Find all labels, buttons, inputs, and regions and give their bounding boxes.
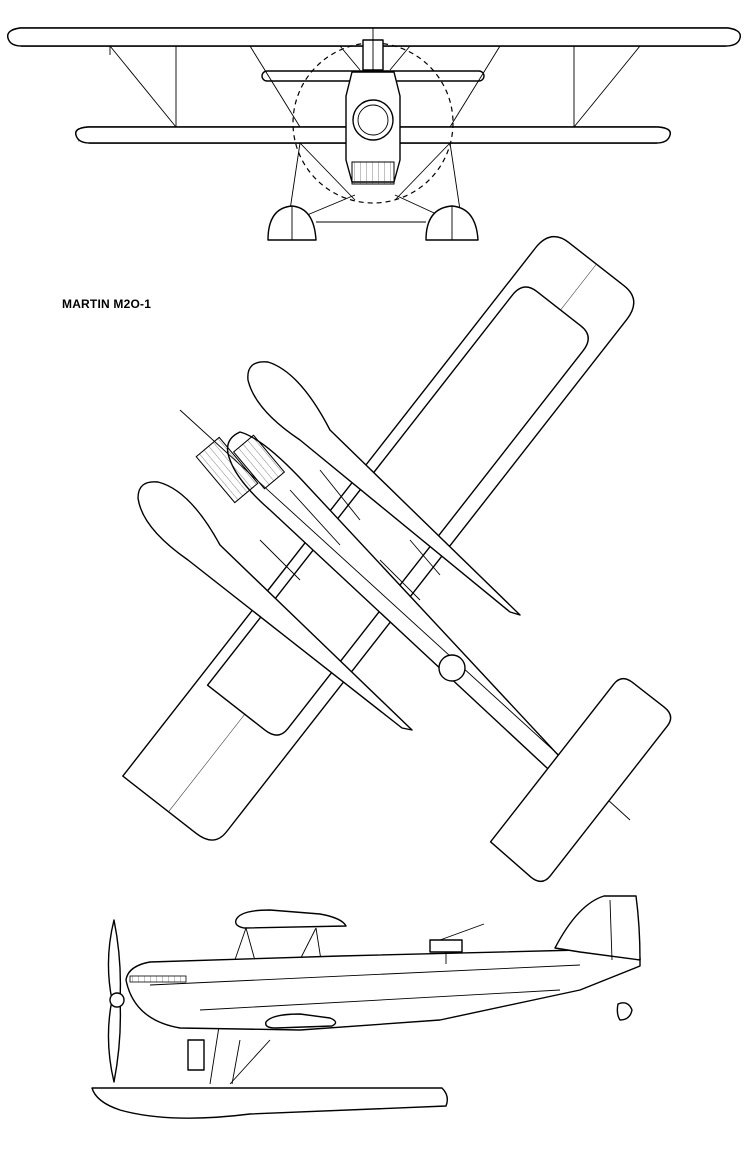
top-right-float xyxy=(247,361,521,616)
front-struts xyxy=(109,45,641,219)
side-main-float xyxy=(91,1087,449,1119)
front-propeller-disc xyxy=(292,42,454,204)
side-fuselage xyxy=(125,949,641,1031)
top-cockpit xyxy=(438,654,466,682)
front-engine-cowling xyxy=(352,99,394,141)
top-engine xyxy=(195,434,286,504)
front-view xyxy=(7,27,741,241)
side-fin xyxy=(554,895,641,961)
side-view xyxy=(91,895,641,1119)
side-upper-wing xyxy=(234,909,347,929)
drawing-title: MARTIN M2O-1 xyxy=(62,297,152,311)
top-view xyxy=(122,236,672,883)
top-left-float xyxy=(137,481,413,731)
top-tailplane xyxy=(489,677,672,883)
side-lower-wing xyxy=(265,1013,337,1029)
side-gun xyxy=(429,923,485,964)
